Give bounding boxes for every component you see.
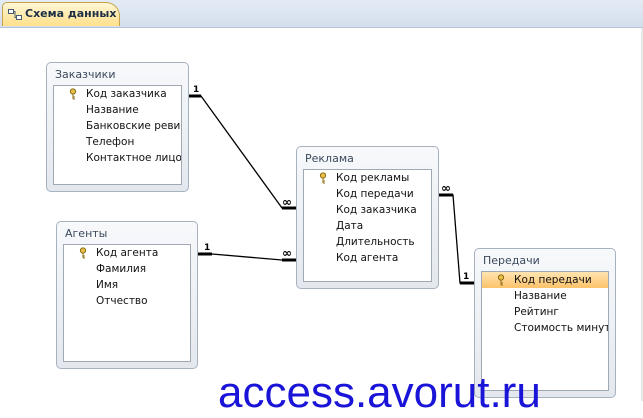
- field-item[interactable]: Банковские ревиз: [86, 120, 182, 132]
- relationships-icon: [8, 9, 22, 20]
- table-title: Агенты: [65, 227, 108, 240]
- relationship-lines: 1 ∞ 1 ∞ ∞ 1: [189, 85, 474, 285]
- relationship-one-label: 1: [463, 272, 469, 282]
- field-item[interactable]: Контактное лицо: [86, 152, 182, 164]
- field-item[interactable]: Имя: [96, 279, 119, 291]
- field-item[interactable]: Телефон: [86, 136, 135, 148]
- document-tab-bar: Схема данных: [0, 0, 643, 28]
- field-list[interactable]: Код рекламы Код передачи Код заказчика Д…: [303, 169, 432, 282]
- primary-key-icon: [69, 88, 77, 100]
- tab-label: Схема данных: [25, 7, 117, 20]
- tab-data-schema[interactable]: Схема данных: [2, 2, 120, 26]
- field-list[interactable]: Код заказчика Название Банковские ревиз …: [53, 85, 182, 185]
- field-item[interactable]: Стоимость минуты: [514, 322, 609, 334]
- field-item[interactable]: Код агента: [64, 245, 190, 261]
- field-item[interactable]: Фамилия: [96, 263, 147, 275]
- relationship-many-label: ∞: [282, 246, 292, 260]
- table-window-agents[interactable]: Агенты Код агента Фамилия Имя Отчество: [56, 221, 198, 369]
- field-item[interactable]: Длительность: [336, 236, 415, 248]
- primary-key-icon: [79, 247, 87, 259]
- field-item[interactable]: Название: [86, 104, 139, 116]
- table-window-programs[interactable]: Передачи Код передачи Название Рейтинг С…: [474, 248, 616, 398]
- field-item[interactable]: Код заказчика: [336, 204, 417, 216]
- relationship-programs-advertising[interactable]: ∞ 1: [439, 181, 474, 285]
- field-item[interactable]: Дата: [336, 220, 364, 232]
- table-title: Реклама: [305, 152, 354, 165]
- relationships-canvas: Заказчики Код заказчика Название Банковс…: [0, 28, 643, 417]
- field-list[interactable]: Код агента Фамилия Имя Отчество: [63, 244, 191, 362]
- table-title: Заказчики: [55, 68, 116, 81]
- relationship-one-label: 1: [193, 85, 199, 95]
- field-item[interactable]: Код агента: [336, 252, 399, 264]
- primary-key-icon: [497, 274, 505, 286]
- relationship-many-label: ∞: [282, 195, 292, 209]
- field-item[interactable]: Рейтинг: [514, 306, 559, 318]
- field-item[interactable]: Код рекламы: [304, 170, 431, 186]
- field-item[interactable]: Код передачи: [336, 188, 414, 200]
- field-item[interactable]: Код заказчика: [54, 86, 181, 102]
- field-item-selected[interactable]: Код передачи: [482, 272, 608, 288]
- watermark-text: access.avorut.ru: [218, 368, 541, 417]
- primary-key-icon: [319, 172, 327, 184]
- table-window-customers[interactable]: Заказчики Код заказчика Название Банковс…: [46, 62, 189, 192]
- relationship-customers-advertising[interactable]: 1 ∞: [189, 85, 296, 210]
- relationship-agents-advertising[interactable]: 1 ∞: [198, 243, 296, 262]
- relationship-one-label: 1: [204, 243, 210, 253]
- field-item[interactable]: Отчество: [96, 295, 148, 307]
- relationship-many-label: ∞: [441, 181, 451, 195]
- field-list[interactable]: Код передачи Название Рейтинг Стоимость …: [481, 271, 609, 391]
- table-title: Передачи: [483, 254, 540, 267]
- table-window-advertising[interactable]: Реклама Код рекламы Код передачи Код зак…: [296, 146, 439, 289]
- vertical-scrollbar[interactable]: [641, 28, 643, 401]
- field-item[interactable]: Название: [514, 290, 567, 302]
